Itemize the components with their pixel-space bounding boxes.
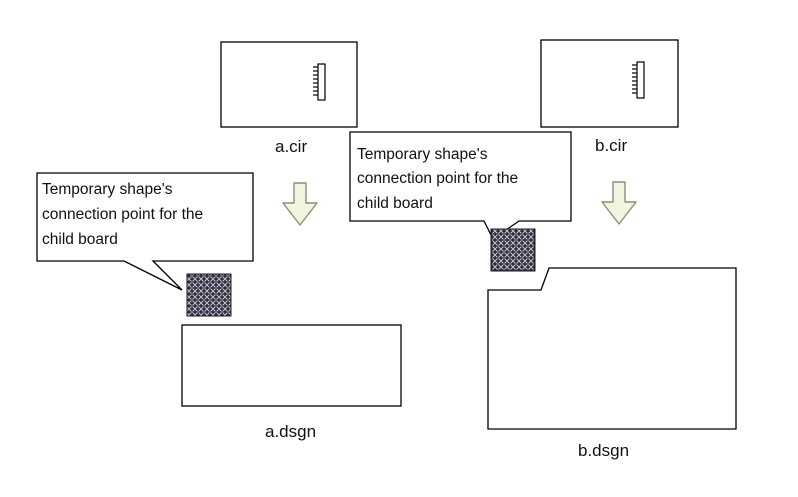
left-callout: Temporary shape's connection point for t… xyxy=(36,172,254,291)
left-callout-line-1: Temporary shape's xyxy=(42,181,173,198)
right-callout-line-2: connection point for the xyxy=(357,170,518,187)
right-design-label: b.dsgn xyxy=(578,441,629,460)
grid-pattern-icon[interactable] xyxy=(490,228,536,272)
left-callout-line-3: child board xyxy=(42,231,118,248)
right-callout: Temporary shape's connection point for t… xyxy=(349,131,572,240)
left-source-label: a.cir xyxy=(275,137,307,156)
right-callout-line-3: child board xyxy=(357,195,433,212)
left-design-label: a.dsgn xyxy=(265,422,316,441)
down-arrow-icon xyxy=(282,182,318,226)
left-callout-line-2: connection point for the xyxy=(42,206,203,223)
right-source-board[interactable] xyxy=(540,39,679,128)
left-design-board[interactable] xyxy=(181,324,402,407)
right-callout-line-1: Temporary shape's xyxy=(357,146,488,163)
down-arrow-icon xyxy=(601,181,637,225)
left-source-board[interactable] xyxy=(220,41,358,128)
right-source-label: b.cir xyxy=(595,136,627,155)
grid-pattern-icon[interactable] xyxy=(186,273,232,317)
right-design-board[interactable] xyxy=(487,267,737,430)
